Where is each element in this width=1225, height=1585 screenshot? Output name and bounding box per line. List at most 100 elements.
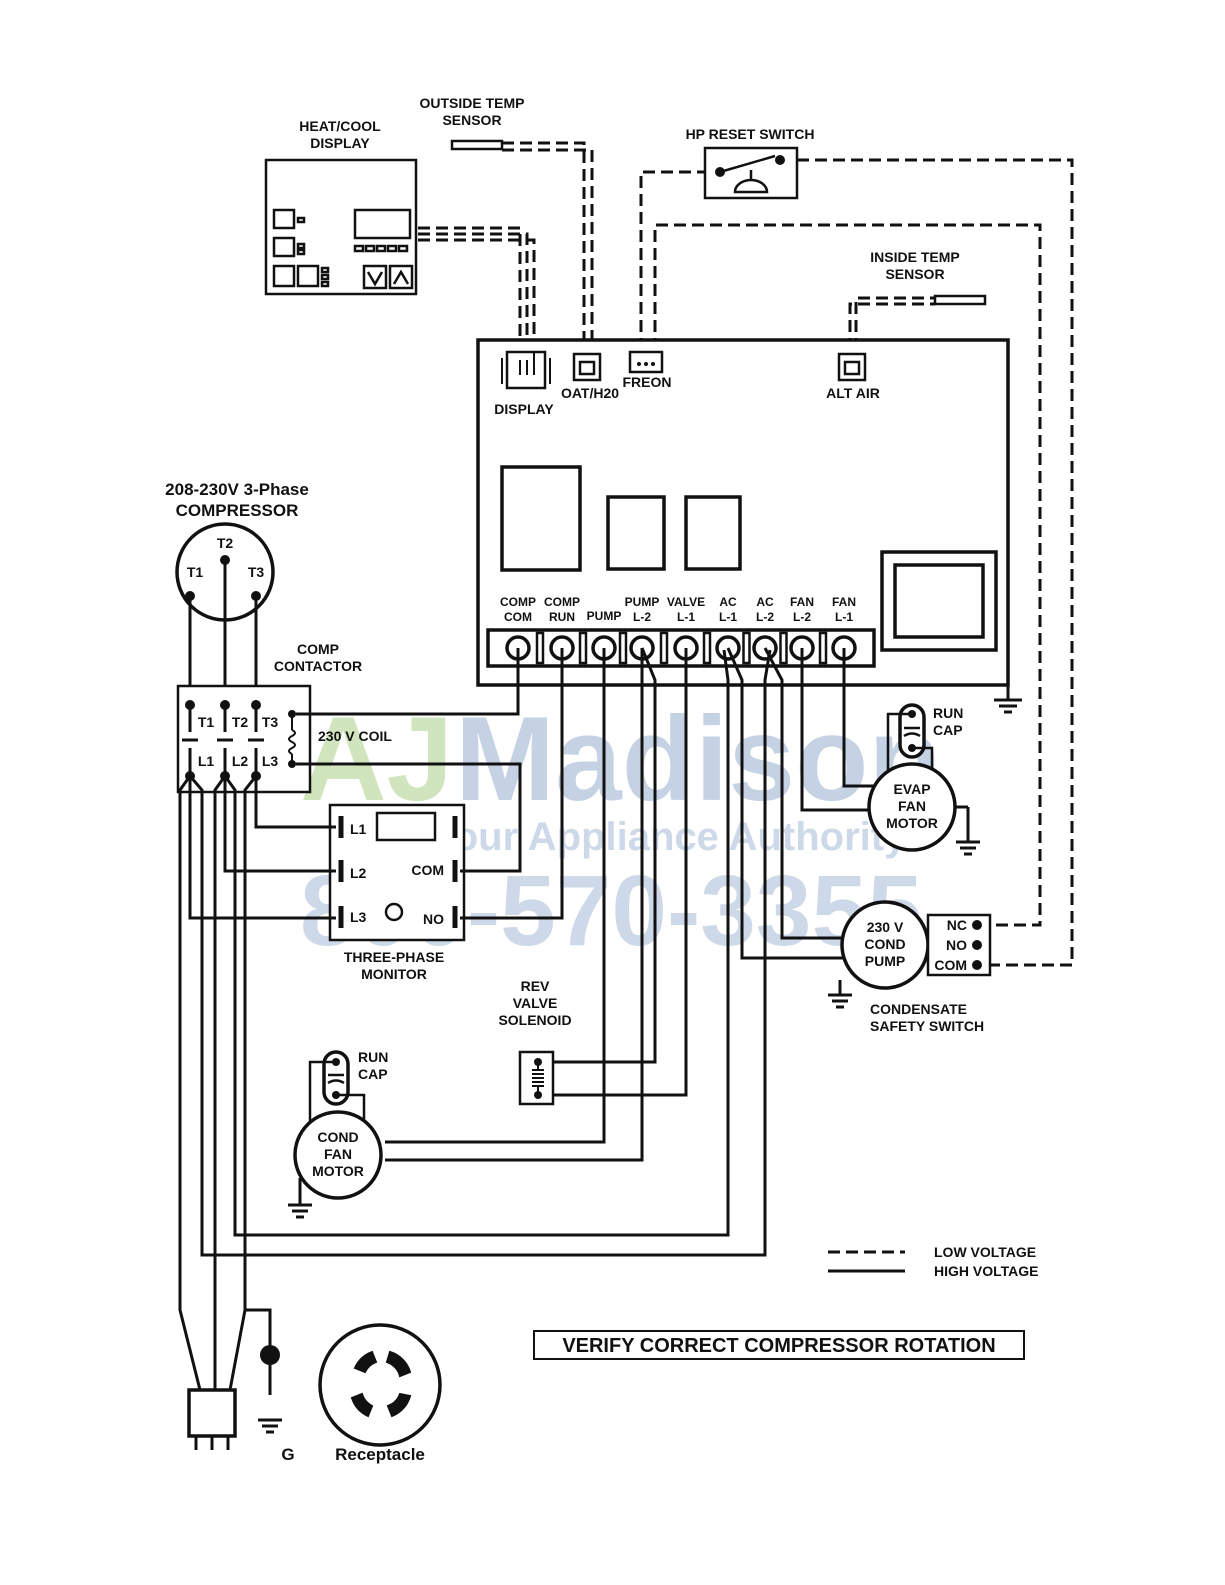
hp-reset-switch: HP RESET SWITCH — [686, 126, 815, 200]
run-cap-evap-label-2: CAP — [933, 722, 963, 738]
contactor-top-t1: T1 — [198, 714, 215, 730]
compressor-label-2: COMPRESSOR — [176, 501, 299, 520]
terminal-separator — [659, 631, 669, 665]
cond-fan-motor: RUN CAP COND FAN MOTOR — [288, 1049, 388, 1219]
watermark-brand-b: Madison — [455, 692, 942, 826]
three-phase-monitor: L1 L2 L3 COM NO THREE-PHASE MONITOR — [328, 803, 466, 982]
terminal-label-bottom: COM — [504, 610, 532, 624]
monitor-no: NO — [423, 911, 444, 927]
three-phase-monitor-label-2: MONITOR — [361, 966, 427, 982]
rev-valve-label-1: REV — [521, 978, 550, 994]
terminal-label-bottom: L-1 — [719, 610, 737, 624]
control-board: DISPLAY OAT/H20 FREON ALT AIR — [476, 338, 1022, 714]
cond-fan-motor-label-3: MOTOR — [312, 1163, 364, 1179]
evap-fan-motor-label-2: FAN — [898, 798, 926, 814]
terminal-separator — [578, 631, 588, 665]
terminal-separator — [702, 631, 712, 665]
terminal-separator — [779, 631, 788, 665]
terminal-separator — [742, 631, 751, 665]
evap-fan-motor-label-1: EVAP — [893, 781, 930, 797]
terminal-label-bottom: L-2 — [793, 610, 811, 624]
run-cap-cond-label-2: CAP — [358, 1066, 388, 1082]
condensate-safety-label-2: SAFETY SWITCH — [870, 1018, 984, 1034]
terminal-label-top: PUMP — [625, 595, 660, 609]
high-voltage-wiring — [178, 647, 880, 1395]
receptacle-label: Receptacle — [335, 1445, 425, 1464]
terminal-label-top: COMP — [544, 595, 580, 609]
receptacle: Receptacle — [318, 1323, 442, 1464]
terminal-label-top: AC — [719, 595, 737, 609]
monitor-l1: L1 — [350, 821, 367, 837]
compressor-terminal-t3: T3 — [248, 564, 265, 580]
connector-oat-label: OAT/H20 — [561, 385, 619, 401]
connector-alt-air-label: ALT AIR — [826, 385, 880, 401]
monitor-l2: L2 — [350, 865, 367, 881]
terminal-label-top: FAN — [832, 595, 856, 609]
terminal-label-bottom: RUN — [549, 610, 575, 624]
legend-low-label: LOW VOLTAGE — [934, 1244, 1036, 1260]
compressor-terminal-t1: T1 — [187, 564, 204, 580]
rev-valve-solenoid: REV VALVE SOLENOID — [498, 978, 572, 1106]
watermark: AJ Madison Your Appliance Authority™ 800… — [300, 692, 946, 967]
evap-fan-motor-label-3: MOTOR — [886, 815, 938, 831]
comp-contactor: COMP CONTACTOR T1 T2 T3 L1 L2 L3 230 V C… — [176, 641, 392, 794]
connector-freon-label: FREON — [623, 374, 672, 390]
compressor: 208-230V 3-Phase COMPRESSOR T1 T2 T3 — [165, 480, 309, 705]
contactor-bottom-l2: L2 — [232, 753, 249, 769]
contactor-bottom-l1: L1 — [198, 753, 215, 769]
terminal-label-top: AC — [756, 595, 774, 609]
inside-temp-label-1: INSIDE TEMP — [870, 249, 959, 265]
terminal-separator — [535, 631, 545, 665]
contactor-top-t3: T3 — [262, 714, 279, 730]
verify-rotation-text: VERIFY CORRECT COMPRESSOR ROTATION — [562, 1335, 995, 1357]
verify-rotation-note: VERIFY CORRECT COMPRESSOR ROTATION — [533, 1330, 1025, 1360]
cond-fan-motor-label-2: FAN — [324, 1146, 352, 1162]
compressor-label-1: 208-230V 3-Phase — [165, 480, 309, 499]
switch-nc: NC — [947, 917, 967, 933]
run-cap-cond-label-1: RUN — [358, 1049, 388, 1065]
power-plug: G — [187, 1345, 295, 1464]
comp-contactor-label-2: CONTACTOR — [274, 658, 362, 674]
terminal-separator — [618, 631, 628, 665]
cond-fan-motor-label-1: COND — [317, 1129, 358, 1145]
outside-temp-label-2: SENSOR — [442, 112, 501, 128]
inside-temp-sensor: INSIDE TEMP SENSOR — [870, 249, 987, 306]
inside-temp-label-2: SENSOR — [885, 266, 944, 282]
hp-reset-switch-label: HP RESET SWITCH — [686, 126, 815, 142]
outside-temp-label-1: OUTSIDE TEMP — [419, 95, 524, 111]
compressor-terminal-t2: T2 — [217, 535, 234, 551]
contactor-bottom-l3: L3 — [262, 753, 279, 769]
terminal-label-bottom: L-1 — [677, 610, 695, 624]
run-cap-evap-label-1: RUN — [933, 705, 963, 721]
low-voltage-wiring — [418, 141, 1074, 967]
heat-cool-display: HEAT/COOL DISPLAY — [264, 118, 418, 296]
connector-display-label: DISPLAY — [494, 401, 554, 417]
terminal-label-top: COMP — [500, 595, 536, 609]
comp-contactor-label-1: COMP — [297, 641, 339, 657]
rev-valve-label-2: VALVE — [513, 995, 558, 1011]
cond-pump-label-1: 230 V — [867, 919, 904, 935]
ground-label: G — [281, 1445, 294, 1464]
three-phase-monitor-label-1: THREE-PHASE — [344, 949, 444, 965]
condensate-safety-label-1: CONDENSATE — [870, 1001, 967, 1017]
monitor-com: COM — [411, 862, 444, 878]
watermark-tagline: Your Appliance Authority™ — [430, 815, 946, 859]
switch-no: NO — [946, 937, 967, 953]
switch-com: COM — [934, 957, 967, 973]
terminal-label-top: FAN — [790, 595, 814, 609]
heat-cool-display-label-1: HEAT/COOL — [299, 118, 381, 134]
rev-valve-label-3: SOLENOID — [498, 1012, 571, 1028]
terminal-label-bottom: L-1 — [835, 610, 853, 624]
heat-cool-display-label-2: DISPLAY — [310, 135, 370, 151]
terminal-label-bottom: L-2 — [633, 610, 651, 624]
cond-pump-label-3: PUMP — [865, 953, 905, 969]
terminal-separator — [818, 631, 828, 665]
coil-label: 230 V COIL — [318, 728, 392, 744]
cond-pump: 230 V COND PUMP NC NO COM CONDENSATE SAF… — [828, 900, 992, 1034]
monitor-l3: L3 — [350, 909, 367, 925]
legend: LOW VOLTAGE HIGH VOLTAGE — [828, 1244, 1038, 1279]
terminal-label-top: VALVE — [667, 595, 705, 609]
cond-pump-label-2: COND — [864, 936, 905, 952]
terminal-label-top: PUMP — [587, 609, 622, 623]
